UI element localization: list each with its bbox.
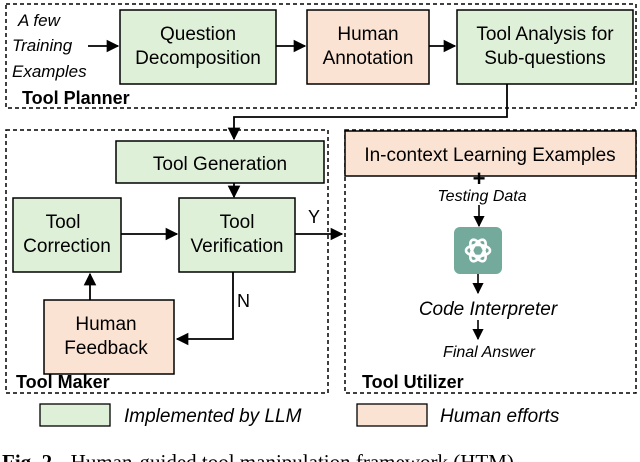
tool-planner-label: Tool Planner bbox=[22, 88, 130, 108]
tool-planner-group bbox=[5, 3, 637, 109]
question-decomposition-line-1: Question bbox=[160, 24, 236, 45]
testing-data-label: Testing Data bbox=[437, 188, 526, 205]
arrow-verification-to-feedback bbox=[175, 272, 234, 346]
plus-sign: + bbox=[473, 166, 486, 191]
tool-analysis-line-1: Tool Analysis for bbox=[476, 24, 614, 45]
training-examples-line-2: Training bbox=[12, 36, 73, 55]
tool-maker-group bbox=[5, 129, 329, 394]
question-decomposition-line-2: Decomposition bbox=[135, 48, 261, 69]
arrow-analysis-to-maker bbox=[227, 84, 508, 141]
human-feedback-box bbox=[43, 299, 175, 375]
legend-llm-label: Implemented by LLM bbox=[124, 406, 302, 427]
tool-utilizer-label: Tool Utilizer bbox=[362, 372, 464, 392]
tool-analysis-box bbox=[456, 9, 634, 85]
figure-caption-prefix: Fig. 2. bbox=[2, 450, 57, 462]
final-answer-label: Final Answer bbox=[443, 344, 536, 361]
legend-human-label: Human efforts bbox=[440, 406, 560, 427]
tool-maker-label: Tool Maker bbox=[16, 372, 110, 392]
yes-label: Y bbox=[308, 207, 320, 227]
human-feedback-line-1: Human bbox=[75, 314, 136, 335]
legend-llm-swatch bbox=[39, 403, 111, 427]
question-decomposition-box bbox=[119, 9, 277, 85]
no-label: N bbox=[237, 291, 250, 311]
tool-verification-line-2: Verification bbox=[191, 236, 284, 257]
training-examples-line-3: Examples bbox=[12, 62, 87, 81]
human-annotation-line-2: Annotation bbox=[323, 48, 414, 69]
tool-generation-box bbox=[115, 140, 325, 184]
tool-analysis-line-2: Sub-questions bbox=[484, 48, 605, 69]
figure-caption: Fig. 2. Human-guided tool manipulation f… bbox=[2, 450, 514, 462]
in-context-examples-label: In-context Learning Examples bbox=[364, 145, 615, 166]
figure-caption-text: Human-guided tool manipulation framework… bbox=[71, 450, 514, 462]
human-feedback-line-2: Feedback bbox=[64, 338, 148, 359]
legend-human-swatch bbox=[356, 403, 428, 427]
tool-correction-line-2: Correction bbox=[23, 236, 111, 257]
tool-verification-line-1: Tool bbox=[220, 212, 255, 233]
human-annotation-box bbox=[306, 9, 430, 85]
training-examples-line-1: A few bbox=[17, 11, 62, 30]
code-interpreter-label: Code Interpreter bbox=[419, 299, 558, 320]
tool-generation-label: Tool Generation bbox=[153, 154, 287, 175]
tool-correction-box bbox=[12, 197, 122, 273]
tool-correction-line-1: Tool bbox=[46, 212, 81, 233]
in-context-examples-box bbox=[344, 130, 637, 177]
tool-verification-box bbox=[178, 197, 296, 273]
openai-logo-icon bbox=[454, 227, 502, 274]
tool-utilizer-group bbox=[344, 129, 637, 394]
human-annotation-line-1: Human bbox=[337, 24, 398, 45]
